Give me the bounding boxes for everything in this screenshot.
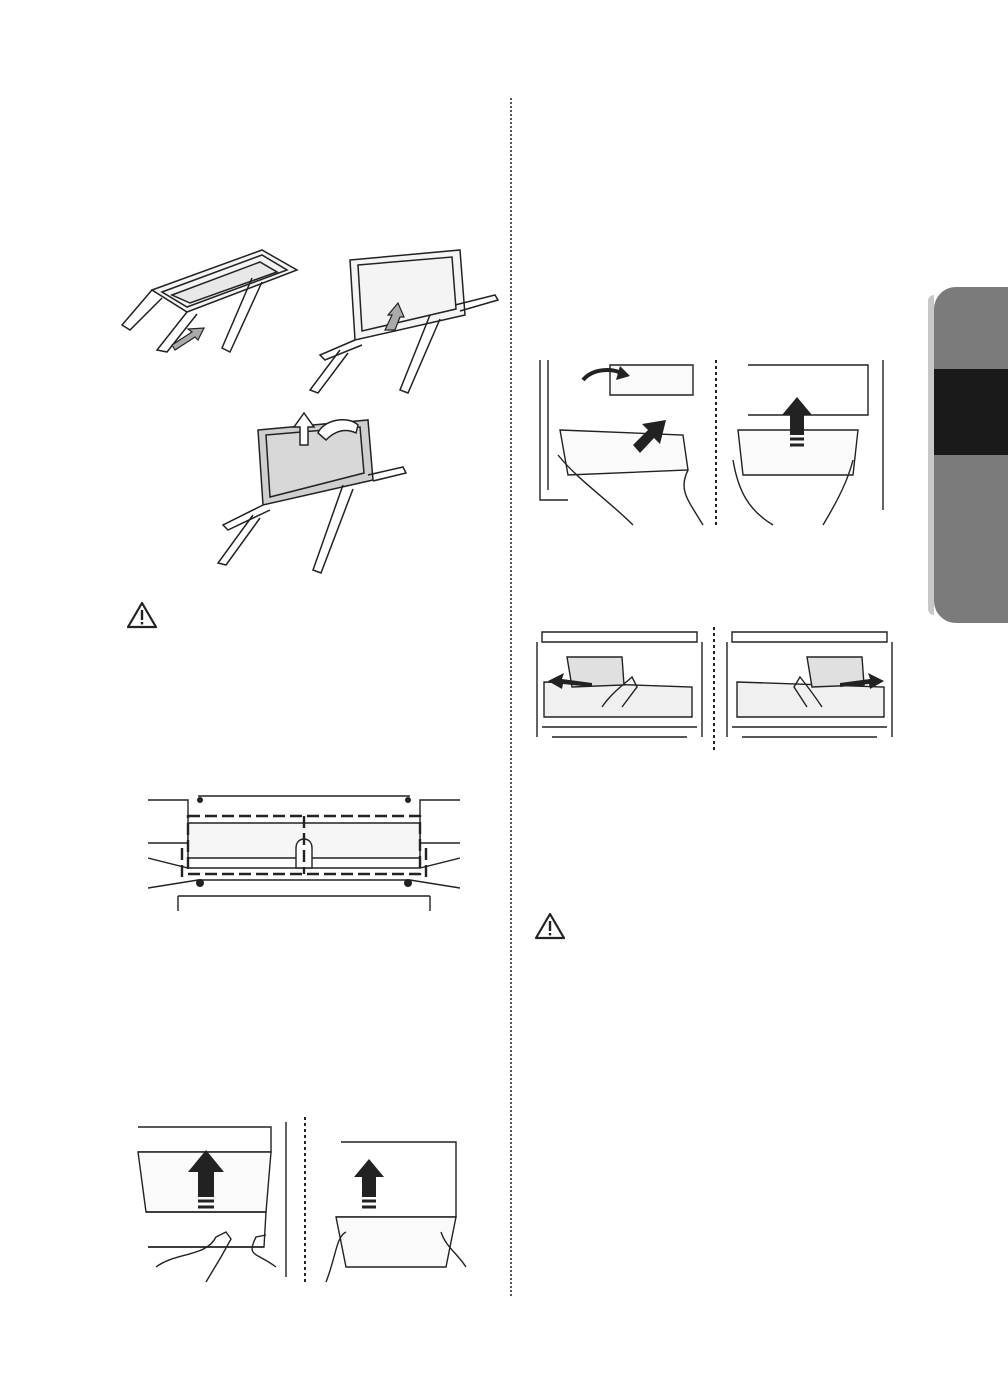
freezer-dividers-svg — [148, 788, 460, 911]
filter-tray-lift-svg — [300, 245, 505, 400]
slide-drawer-svg — [532, 627, 898, 750]
slide-drawer-figure — [532, 627, 898, 750]
filter-remove-svg — [208, 405, 408, 580]
chapter-tab-next — [934, 455, 1008, 623]
filter-tray-push-svg — [112, 240, 300, 360]
chapter-tab-previous — [934, 287, 1008, 369]
warning-icon — [534, 912, 566, 940]
filter-tray-lift-figure — [300, 245, 505, 400]
up-arrow-icon — [782, 397, 812, 435]
lift-bins-right-svg — [538, 360, 885, 527]
filter-tray-push-figure — [112, 240, 300, 360]
freezer-dividers-figure — [148, 788, 460, 911]
column-divider — [510, 98, 512, 1296]
lift-bins-left-svg — [136, 1117, 474, 1284]
chapter-tabs — [934, 287, 1008, 623]
lift-bins-figure-right — [538, 360, 885, 527]
chapter-tab-current — [934, 369, 1008, 455]
warning-icon — [126, 601, 158, 629]
filter-remove-figure — [208, 405, 408, 580]
lift-bins-figure-left — [136, 1117, 474, 1284]
up-arrow-icon — [354, 1159, 384, 1197]
